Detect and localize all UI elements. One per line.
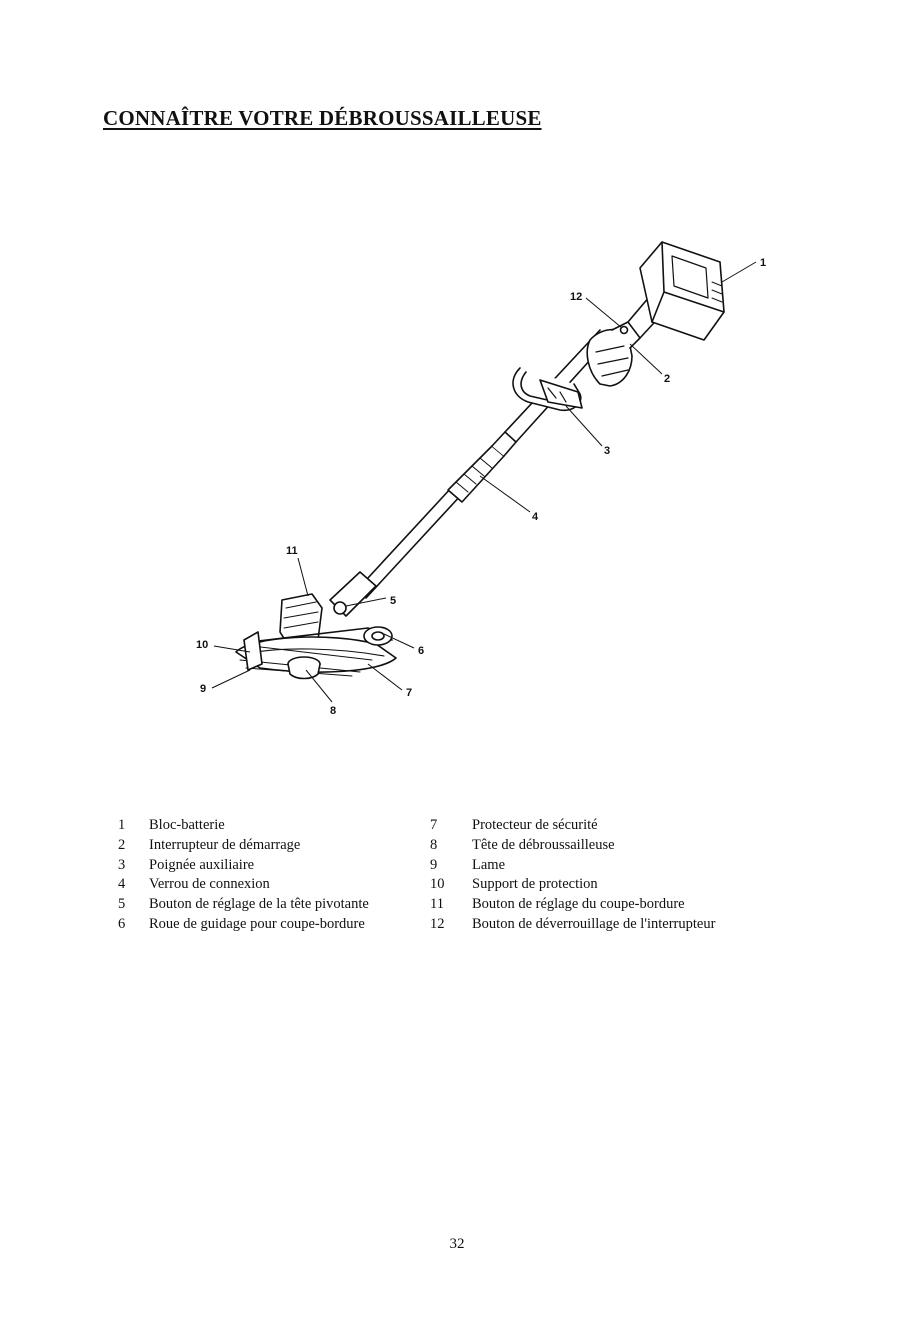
callout-1: 1 (760, 257, 766, 269)
callout-4: 4 (532, 511, 539, 523)
page-title: CONNAÎTRE VOTRE DÉBROUSSAILLEUSE (103, 106, 542, 130)
callout-12: 12 (570, 291, 582, 303)
trimmer-diagram: 1 2 3 4 5 6 7 8 9 10 11 12 (196, 241, 766, 717)
guard-support (243, 631, 263, 671)
callout-7: 7 (406, 687, 412, 699)
shaft-lower (354, 486, 463, 599)
callout-8: 8 (330, 705, 336, 717)
callout-3: 3 (604, 445, 610, 457)
callout-2: 2 (664, 373, 670, 385)
guide-wheel (363, 626, 393, 646)
connection-lock (447, 445, 505, 503)
callout-5: 5 (390, 595, 396, 607)
callout-9: 9 (200, 683, 206, 695)
callout-6: 6 (418, 645, 424, 657)
callout-10: 10 (196, 639, 208, 651)
callout-11: 11 (286, 545, 298, 557)
page-number: 32 (449, 1236, 465, 1252)
